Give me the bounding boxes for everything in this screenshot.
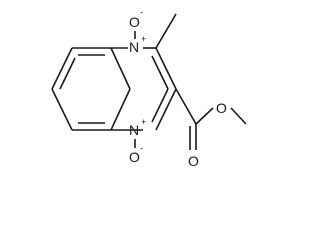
charge-n-top: + <box>141 34 146 44</box>
pyrazine-ring <box>111 47 177 131</box>
ester-group <box>175 88 247 150</box>
atom-o-bottom: O <box>129 149 140 165</box>
bond-c-methyl-c-ester <box>155 47 177 90</box>
molecule-diagram: N + O - N + O - O O <box>51 7 247 169</box>
structure-canvas: N + O - N + O - O O <box>51 7 247 169</box>
double-bond-pyrazine-top <box>151 55 169 90</box>
atom-o-carbonyl: O <box>188 153 199 169</box>
bond-c-ester-nbottom <box>155 88 177 131</box>
bond-c6-c1 <box>51 47 73 90</box>
bond-oester-methyl <box>230 107 247 125</box>
bond-c3-c4 <box>110 88 131 131</box>
atom-n-bottom: N <box>129 122 139 138</box>
double-bond-pyrazine-bottom <box>151 88 169 123</box>
benzene-ring <box>51 47 131 131</box>
bond-c5-c6 <box>51 88 73 131</box>
charge-o-bottom: - <box>140 143 143 153</box>
bond-methyl <box>155 13 177 49</box>
atom-n-top: N <box>129 39 139 55</box>
bond-carbonyl-c-oester <box>195 107 214 125</box>
charge-o-top: - <box>140 7 143 17</box>
bond-c2-c3 <box>110 47 131 90</box>
charge-n-bottom: + <box>141 117 146 127</box>
bond-c-ester-carbonyl-c <box>175 88 197 125</box>
methyl-group <box>155 13 177 49</box>
atom-o-ester: O <box>216 100 227 116</box>
atom-o-top: O <box>129 14 140 30</box>
double-bond-inner-left <box>59 57 76 90</box>
